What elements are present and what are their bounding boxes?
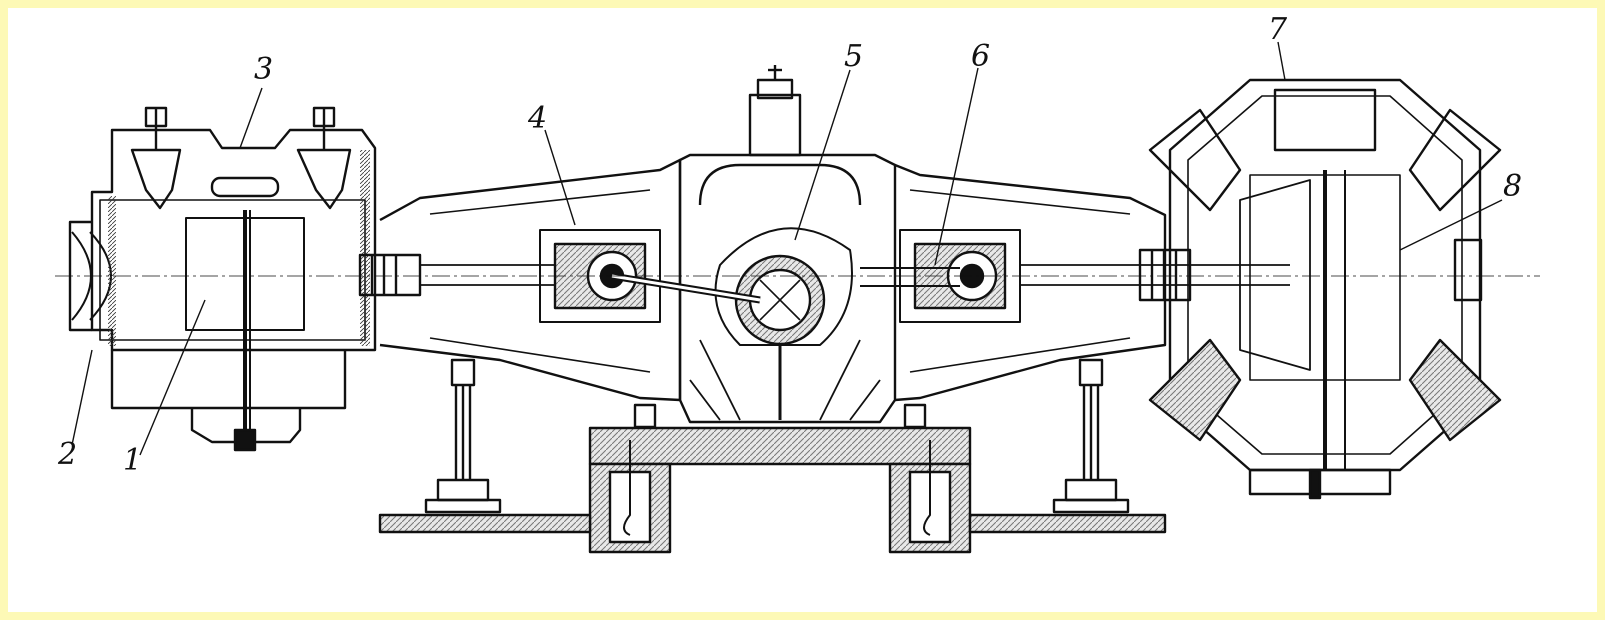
callout-1: 1: [123, 443, 143, 478]
callout-4: 4: [528, 101, 548, 136]
leader-lines: [71, 41, 1503, 456]
callout-6: 6: [971, 39, 991, 74]
callout-7: 7: [1268, 12, 1288, 47]
foundation: [378, 403, 1167, 554]
callout-3: 3: [254, 52, 274, 87]
right-cylinder-octagon: [1148, 78, 1502, 500]
callout-8: 8: [1503, 169, 1523, 204]
callout-2: 2: [58, 437, 78, 472]
left-cylinder: [68, 106, 422, 452]
crankcase: [611, 65, 897, 424]
callout-5: 5: [844, 39, 864, 74]
